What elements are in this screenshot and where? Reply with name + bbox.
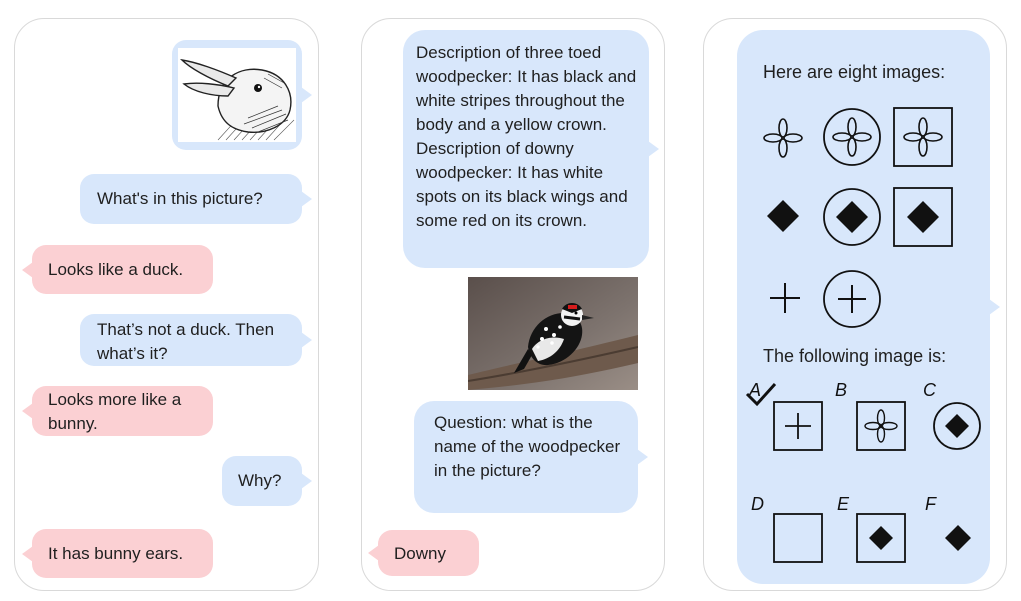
option-d-empty-box-icon[interactable]: [772, 512, 824, 564]
option-d-label: D: [751, 494, 764, 514]
option-b-label: B: [835, 380, 848, 400]
checkmark-icon: [745, 382, 777, 407]
option-f-label: F: [925, 494, 936, 514]
user-message-3-text: Why?: [238, 471, 282, 490]
reply-message-1-text: Looks like a duck.: [48, 260, 184, 279]
user-message-2-text: That’s not a duck. Then what’s it?: [97, 320, 275, 363]
reply-message-2-text: Looks more like a bunny.: [48, 390, 182, 433]
reply-message-3: It has bunny ears.: [22, 529, 213, 578]
user-question-bubble: Question: what is the name of the woodpe…: [414, 401, 648, 513]
option-b-boxed-flower-icon[interactable]: [855, 400, 907, 452]
image-bubble-duck-rabbit: [172, 40, 312, 150]
reply-answer-text: Downy: [394, 544, 446, 563]
puzzle-intro-text: Here are eight images:: [763, 62, 946, 82]
reply-message-1: Looks like a duck.: [22, 245, 213, 294]
diamond-icon: [767, 200, 799, 232]
user-message-1: What's in this picture?: [80, 174, 312, 224]
option-e-boxed-diamond-icon[interactable]: [855, 512, 907, 564]
woodpecker-photo: [468, 277, 638, 390]
option-c-circled-diamond-icon[interactable]: [931, 400, 983, 452]
option-f-diamond-icon[interactable]: [942, 522, 974, 554]
reply-message-3-text: It has bunny ears.: [48, 544, 184, 563]
flower-icon: [763, 118, 803, 158]
user-message-3: Why?: [222, 456, 312, 506]
option-c-label: C: [923, 380, 936, 400]
reply-message-2: Looks more like a bunny.: [22, 386, 213, 436]
circled-diamond-icon: [823, 188, 881, 246]
puzzle-bubble: Here are eight images: The following ima…: [737, 30, 1000, 584]
circled-plus-icon: [823, 270, 881, 328]
woodpecker-description-bubble: Description of three toed woodpecker: It…: [403, 30, 659, 268]
puzzle-following-text: The following image is:: [763, 346, 947, 366]
boxed-flower-icon: [893, 107, 953, 167]
reply-answer-bubble: Downy: [368, 530, 479, 576]
duck-rabbit-illustration: [178, 48, 296, 142]
option-a-label: A: [749, 380, 762, 400]
boxed-diamond-icon: [893, 187, 953, 247]
user-message-2: That’s not a duck. Then what’s it?: [80, 314, 312, 366]
user-question-text: Question: what is the name of the woodpe…: [434, 413, 621, 480]
option-e-label: E: [837, 494, 850, 514]
circled-flower-icon: [823, 108, 881, 166]
option-a-boxed-plus-icon[interactable]: [772, 400, 824, 452]
user-message-1-text: What's in this picture?: [97, 189, 263, 208]
plus-icon: [770, 283, 800, 313]
woodpecker-description-text: Description of three toed woodpecker: It…: [416, 43, 637, 230]
